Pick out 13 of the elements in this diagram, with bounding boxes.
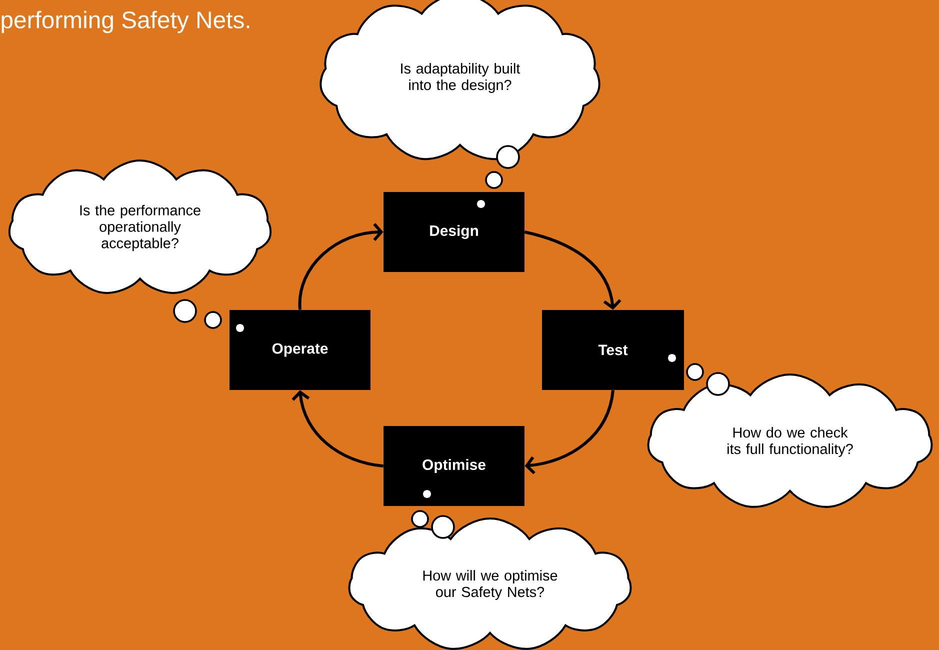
arrow — [524, 390, 614, 474]
process-box: Operate — [230, 310, 370, 390]
heading: performing Safety Nets. — [2, 10, 250, 34]
thought-cloud: Is the performance operationally acceptable? — [8, 159, 272, 294]
process-box: Test — [542, 310, 684, 390]
arrow — [298, 223, 384, 310]
arrow — [292, 390, 384, 468]
arrow — [524, 230, 622, 310]
thought-cloud: Is adaptability built into the design? — [320, 0, 600, 160]
process-box: Design — [384, 192, 524, 272]
process-box: Optimise — [384, 426, 524, 506]
thought-cloud: How will we optimise our Safety Nets? — [348, 518, 632, 650]
thought-cloud: How do we check its full functionality? — [647, 373, 933, 508]
